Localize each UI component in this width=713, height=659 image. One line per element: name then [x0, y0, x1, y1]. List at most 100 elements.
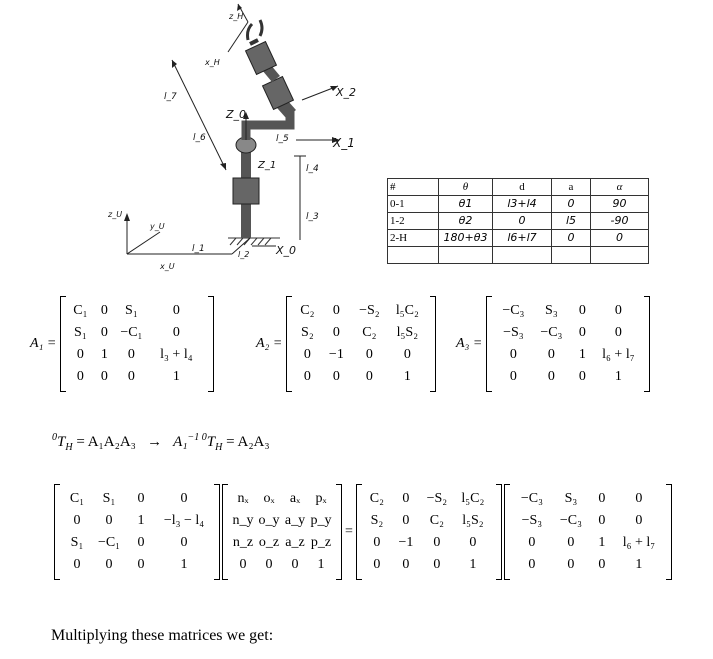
matrix-cell: 0: [332, 325, 340, 340]
label-l4: l_4: [306, 164, 319, 174]
matrix-cell: S₁: [74, 325, 87, 340]
matrix-cell: 0: [614, 325, 622, 340]
matrix-cell: S₁: [102, 491, 116, 506]
matrix-cell: pₓ: [315, 491, 327, 506]
matrix-cell: −l₃ − l₄: [163, 513, 205, 528]
matrix-cell: −1: [398, 535, 414, 550]
label-z1: Z_1: [258, 160, 277, 171]
matrix-cell: n_z: [232, 535, 254, 550]
eq-t2: T: [206, 434, 216, 450]
matrix-cell: −C₃: [559, 513, 582, 528]
matrix-cell: 0: [291, 557, 299, 572]
matrix-cell: 1: [317, 557, 325, 572]
matrix-cell: 0: [303, 369, 311, 384]
ground-base: [228, 237, 280, 246]
dh-cell: θ2: [438, 212, 493, 230]
dh-cell: l3+l4: [492, 195, 552, 213]
matrix-cell: 0: [100, 369, 108, 384]
dh-cell: [387, 246, 439, 264]
matrix-cell: S₃: [564, 491, 578, 506]
matrix-cell: 0: [402, 513, 410, 528]
matrix-cell: 0: [403, 347, 411, 362]
label-l1: l_1: [192, 244, 205, 254]
label-z0: Z_0: [226, 108, 247, 121]
matrix-cell: l₃ + l₄: [160, 347, 193, 362]
matrix-cell: S₂: [370, 513, 384, 528]
dh-parameter-table: # θ d a α 0-1 θ1 l3+l4 0 90 1-2 θ2 0 l5 …: [387, 178, 649, 264]
dh-cell: [590, 246, 649, 264]
matrix-cell: S₁: [70, 535, 84, 550]
dh-header-theta: θ: [438, 178, 493, 196]
matrix-cell: a_z: [285, 535, 305, 550]
matrix-cell: C₂: [300, 303, 315, 318]
matrix-cell: 1: [403, 369, 411, 384]
matrix-cell: 0: [528, 535, 536, 550]
matrix-cell: −C₁: [97, 535, 121, 550]
matrix-cell: C₁: [69, 491, 85, 506]
dh-row: 2-H 180+θ3 l6+l7 0 0: [387, 229, 649, 247]
eq-rhs-2: = A₂A₃: [226, 434, 270, 450]
matrix-cell: 0: [73, 557, 81, 572]
matrix-cell: 0: [127, 369, 135, 384]
matrix-cell: oₓ: [263, 491, 275, 506]
matrix-cell: 1: [180, 557, 188, 572]
eq-a1: A₁: [173, 434, 188, 450]
matrix-cell: 0: [365, 347, 373, 362]
dh-header-index: #: [387, 178, 439, 196]
matrix-cell: 1: [172, 369, 180, 384]
label-z-h: z_H: [229, 12, 244, 21]
matrix-cell: 0: [433, 535, 441, 550]
eq-rhs-1: = A₁A₂A₃: [76, 434, 136, 450]
matrix-cell: 0: [137, 557, 145, 572]
dh-cell: 0: [551, 229, 591, 247]
dh-header-alpha: α: [590, 178, 649, 196]
matrix-cell: 0: [239, 557, 247, 572]
gripper: [246, 19, 264, 41]
dh-header-d: d: [492, 178, 552, 196]
dh-cell: [492, 246, 552, 264]
matrix-cell: l₆ + l₇: [602, 347, 635, 362]
label-l6: l_6: [193, 133, 206, 143]
matrix-cell: 0: [373, 535, 381, 550]
matrix-cell: −C₃: [502, 303, 525, 318]
label-l5: l_5: [276, 134, 289, 144]
matrix-cell: l₅S₂: [462, 513, 484, 528]
matrix-cell: 0: [76, 347, 84, 362]
matrix-cell: 0: [265, 557, 273, 572]
label-z-base: z_U: [108, 210, 123, 219]
matrix-cell: 0: [509, 347, 517, 362]
matrix-cell: −S₂: [359, 303, 380, 318]
matrix-cell: o_y: [258, 513, 280, 528]
dh-row: 0-1 θ1 l3+l4 0 90: [387, 195, 649, 213]
matrix-cell: 0: [547, 347, 555, 362]
matrix-cell: 1: [100, 347, 108, 362]
wrist-block-2: [244, 40, 278, 76]
matrix-cell: C₂: [429, 513, 445, 528]
matrix-cell: C₂: [362, 325, 377, 340]
matrix-cell: p_y: [310, 513, 332, 528]
matrix-a2-label: A₂ =: [256, 336, 283, 351]
matrix-cell: nₓ: [237, 491, 249, 506]
matrix-cell: 0: [373, 557, 381, 572]
matrix-cell: S₁: [125, 303, 138, 318]
matrix-cell: l₆ + l₇: [622, 535, 656, 550]
dh-header-a: a: [551, 178, 591, 196]
matrix-cell: 0: [469, 535, 477, 550]
matrix-cell: 0: [365, 369, 373, 384]
label-x2: X_2: [336, 86, 357, 99]
matrix-cell: n_y: [232, 513, 254, 528]
matrix-cell: C₁: [73, 303, 88, 318]
eq-t: T: [57, 434, 66, 450]
matrix-cell: 0: [635, 513, 643, 528]
equals-sign: =: [345, 524, 353, 539]
label-y-base: y_U: [150, 222, 165, 231]
matrix-cell: 0: [137, 535, 145, 550]
matrix-cell: 0: [172, 303, 180, 318]
